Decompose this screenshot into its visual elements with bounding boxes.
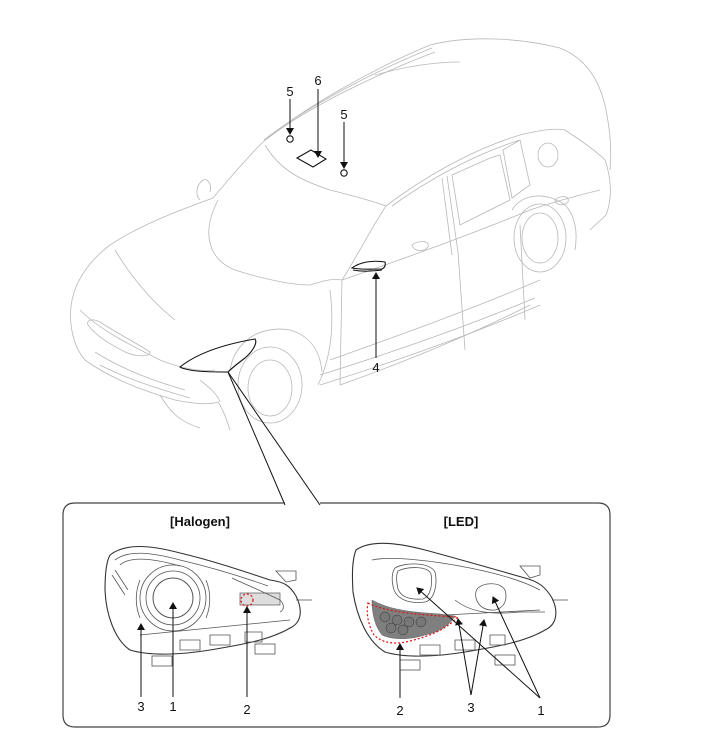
car-illustration	[70, 38, 612, 431]
led-title: [LED]	[444, 514, 479, 529]
halogen-headlamp: [Halogen]	[104, 514, 312, 667]
inset-frame	[62, 502, 611, 728]
led-callout-3-label: 3	[467, 700, 474, 715]
halogen-callout-3-label: 3	[137, 699, 144, 714]
led-callout-1-label: 1	[537, 703, 544, 718]
led-callout-3-arrow-b	[470, 619, 487, 696]
callout-5a-label: 5	[286, 84, 293, 99]
callout-5b-target	[340, 169, 348, 177]
led-callout-1-arrow-b	[491, 596, 541, 699]
side-mirror-lamp-lens	[352, 269, 383, 272]
callout-5b-label: 5	[340, 107, 347, 122]
halogen-callout-1-label: 1	[169, 699, 176, 714]
halogen-title: [Halogen]	[170, 514, 230, 529]
rain-sensor-outline	[295, 149, 328, 168]
headlamp-location-outline	[179, 338, 257, 373]
callout-6-label: 6	[314, 73, 321, 88]
led-callout-3-arrow-a	[455, 618, 472, 696]
side-mirror-lamp-outline	[350, 260, 386, 270]
callout-4-label: 4	[372, 360, 379, 375]
callout-5a-target	[286, 135, 294, 143]
led-callout-2-label: 2	[396, 703, 403, 718]
halogen-callout-2-label: 2	[243, 702, 250, 717]
inset-leader-line-left	[227, 371, 286, 506]
led-headlamp: [LED]	[351, 514, 568, 671]
led-callout-1-arrow-a	[416, 587, 541, 699]
inset-leader-line-right	[227, 371, 321, 506]
